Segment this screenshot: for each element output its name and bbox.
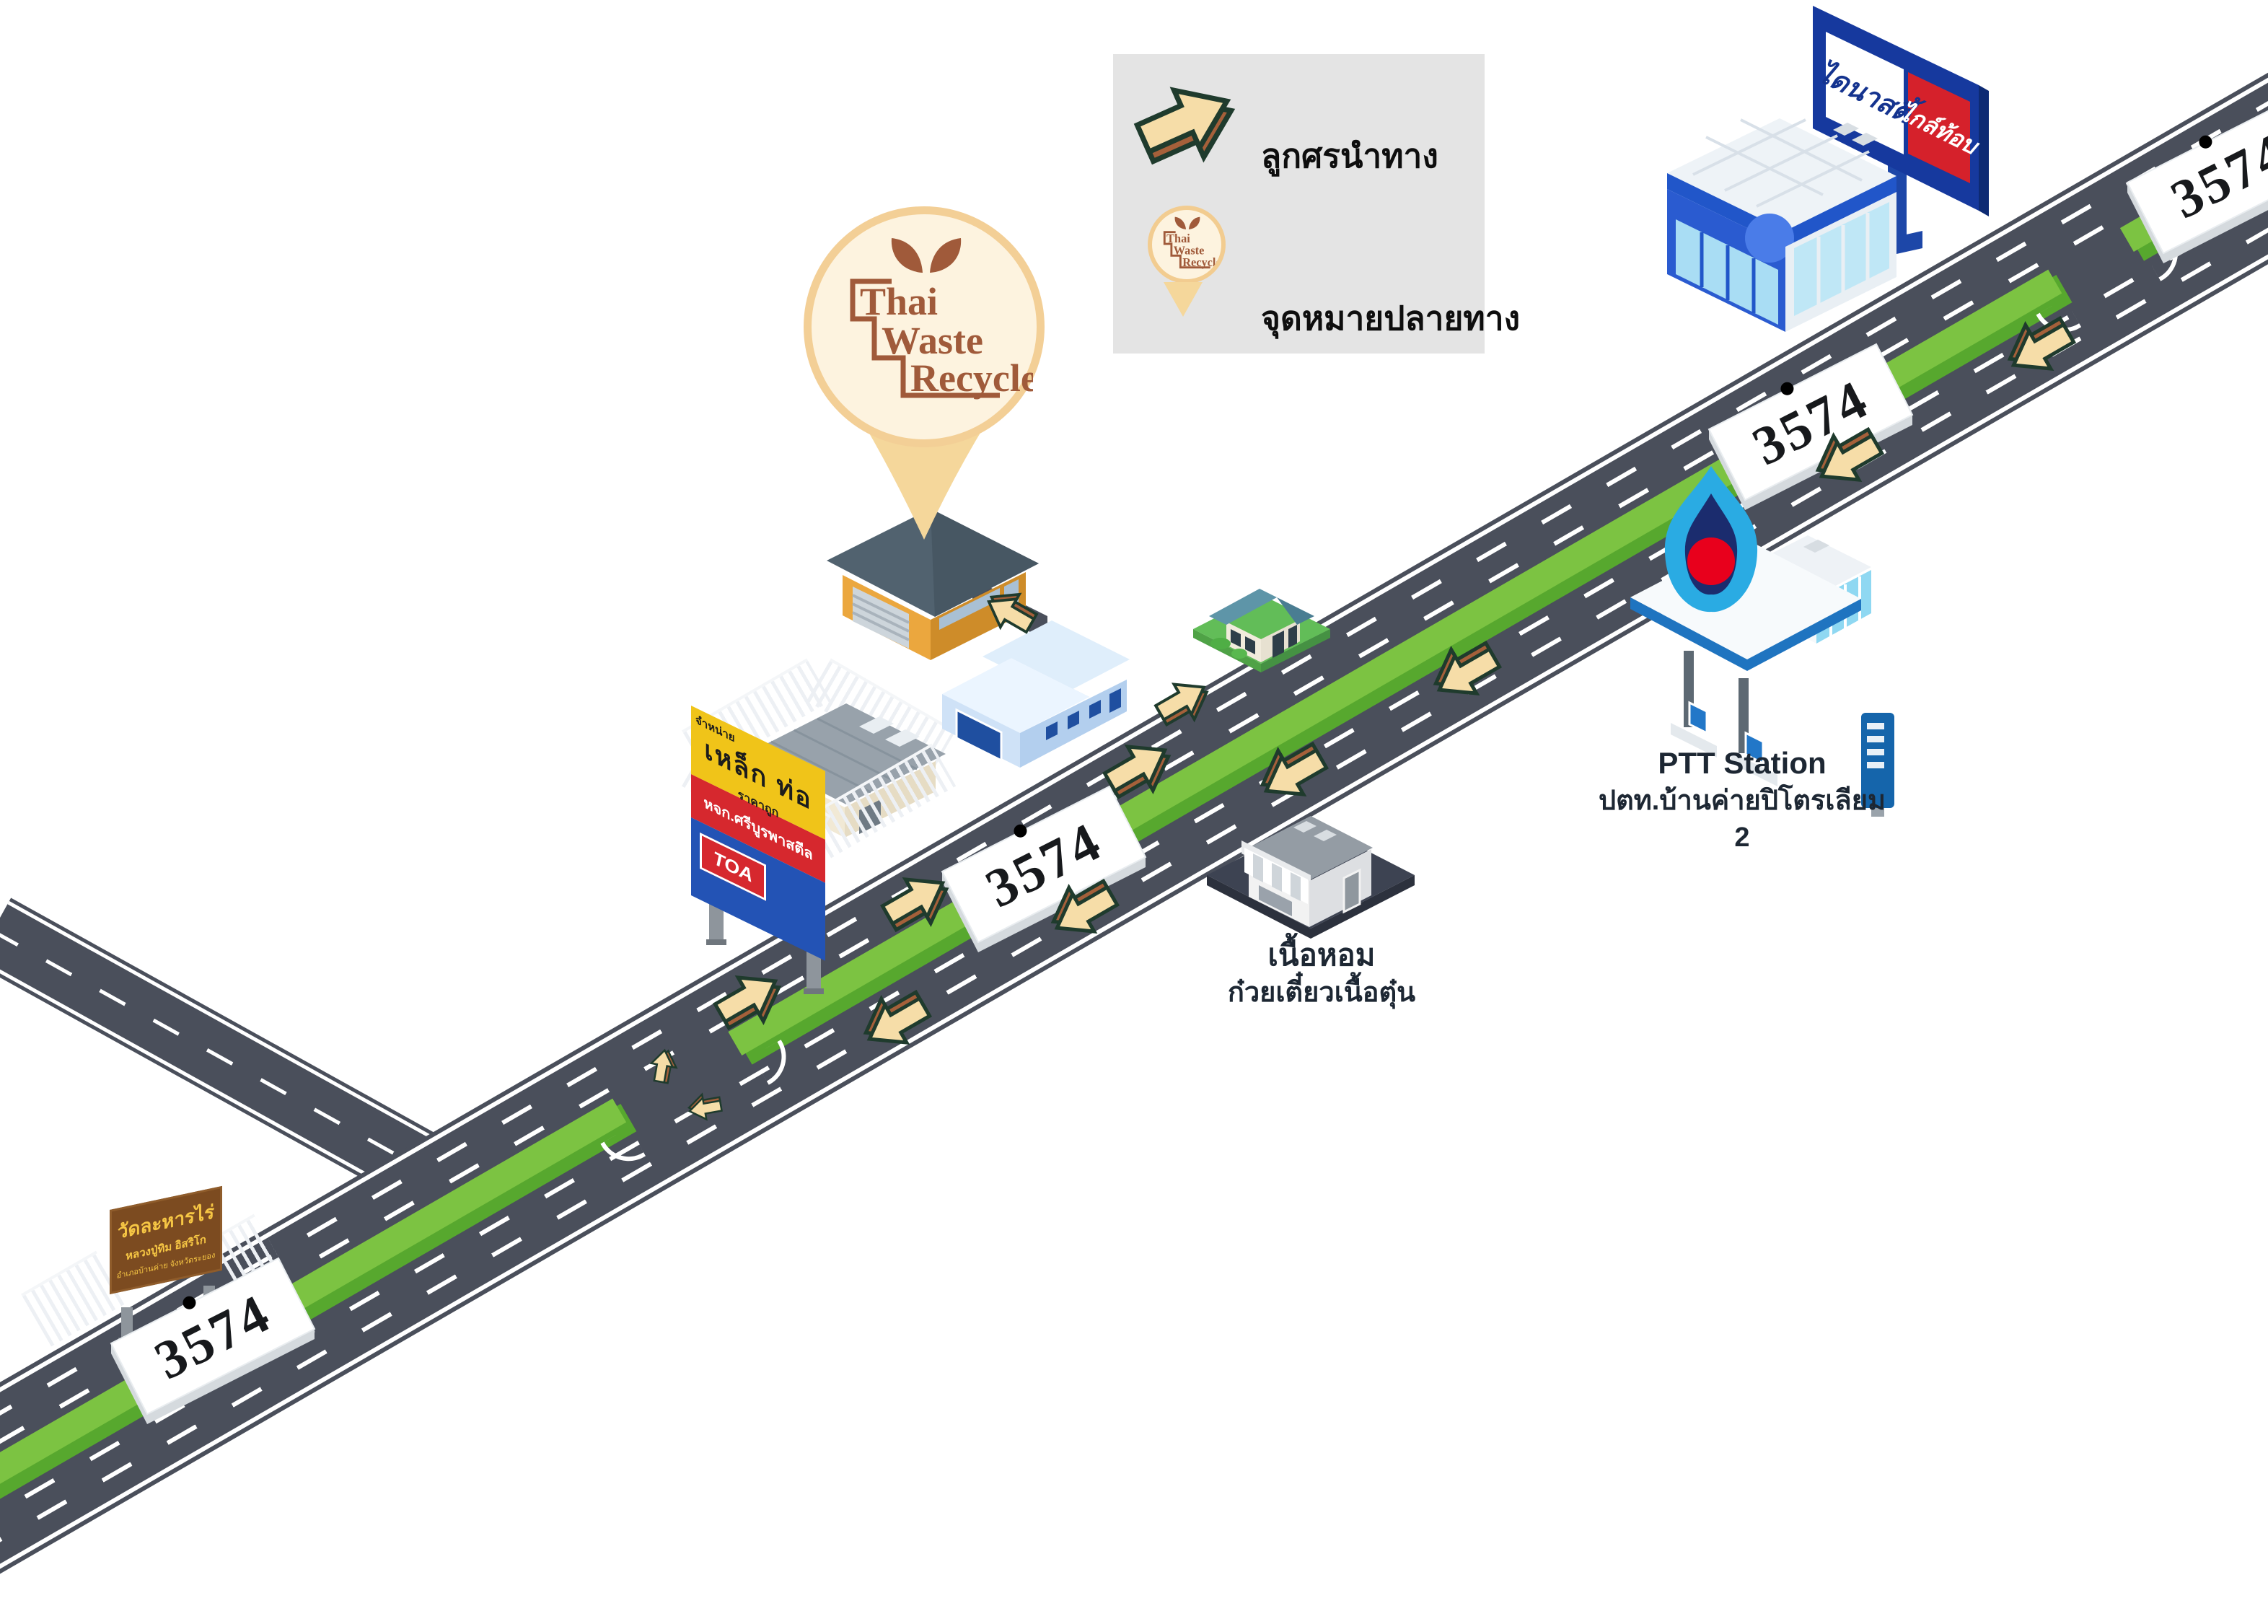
route-arrow-icon <box>1032 859 1132 956</box>
logo-line-3: Recycle <box>910 356 1033 400</box>
uturn-arrow-icon <box>683 1086 726 1126</box>
leaf-icon <box>930 238 962 273</box>
route-arrow-icon <box>868 854 967 952</box>
noodle-shop-label: เนื้อหอม ก๋วยเตี๋ยวเนื้อตุ๋น <box>1177 935 1466 1011</box>
warehouse-building <box>942 620 1130 768</box>
legend-box: ลูกศรนำทาง Thai Waste Recycle จุดหมายปลา… <box>1113 54 1520 354</box>
svg-text:Thai: Thai <box>1166 232 1190 245</box>
road-edge-line <box>7 900 439 1142</box>
legend-destination-label: จุดหมายปลายทาง <box>1261 299 1521 337</box>
svg-text:Waste: Waste <box>1174 243 1205 257</box>
noodle-shop-building <box>1207 816 1415 939</box>
ptt-subtitle: ปตท.บ้านค่ายปิโตรเลียม 2 <box>1598 786 1886 853</box>
noodle-shop-name: เนื้อหอม <box>1267 938 1376 972</box>
route-arrow-icon <box>1989 296 2088 393</box>
ptt-label: PTT Station ปตท.บ้านค่ายปิโตรเลียม 2 <box>1591 743 1894 856</box>
uturn-arrow-icon <box>644 1045 685 1088</box>
logo-stair-frame <box>850 278 1000 398</box>
legend-pin-tail <box>1164 282 1203 317</box>
route-arrow-icon <box>845 970 944 1067</box>
billboard-post <box>804 951 824 994</box>
thai-waste-recycle-logo: Thai Waste Recycle <box>850 238 1033 400</box>
route-arrow-icon <box>1144 664 1223 742</box>
leaf-icon <box>891 238 923 273</box>
road-edge-line <box>0 957 408 1198</box>
logo-line-1: Thai <box>860 280 938 323</box>
route-sign-3574: 3574 <box>83 1257 343 1430</box>
route-arrow-icon <box>1090 721 1190 819</box>
destination-pin-tail <box>863 422 987 540</box>
route-arrow-icon <box>700 952 800 1050</box>
logo-line-2: Waste <box>882 319 983 362</box>
route-sign-3574: 3574 <box>1681 343 1940 516</box>
dynasty-showroom: ไดนาสตี้ ไกล์ท้อบ <box>1667 6 1989 332</box>
lane-dash-line <box>0 929 423 1171</box>
destination-pin <box>804 206 1045 447</box>
destination-building <box>827 509 1039 660</box>
ptt-title: PTT Station <box>1658 746 1827 780</box>
route-sign-3574: 3574 <box>2099 96 2268 269</box>
driveway-arrow-icon <box>974 574 1049 646</box>
svg-text:Recycle: Recycle <box>1182 255 1221 269</box>
route-arrow-icon <box>1797 407 1896 504</box>
route-arrow-icon <box>1415 620 1514 718</box>
small-house <box>1193 589 1330 672</box>
legend-pin-icon: Thai Waste Recycle <box>1148 206 1226 284</box>
noodle-shop-desc: ก๋วยเตี๋ยวเนื้อตุ๋น <box>1227 978 1416 1009</box>
ptt-station <box>1630 466 1894 817</box>
legend-arrow-label: ลูกศรนำทาง <box>1261 137 1438 175</box>
route-arrow-icon <box>1241 721 1341 819</box>
legend-arrow-icon <box>1120 63 1257 193</box>
ptt-flame-icon <box>1664 466 1758 613</box>
branch-road <box>0 897 440 1202</box>
